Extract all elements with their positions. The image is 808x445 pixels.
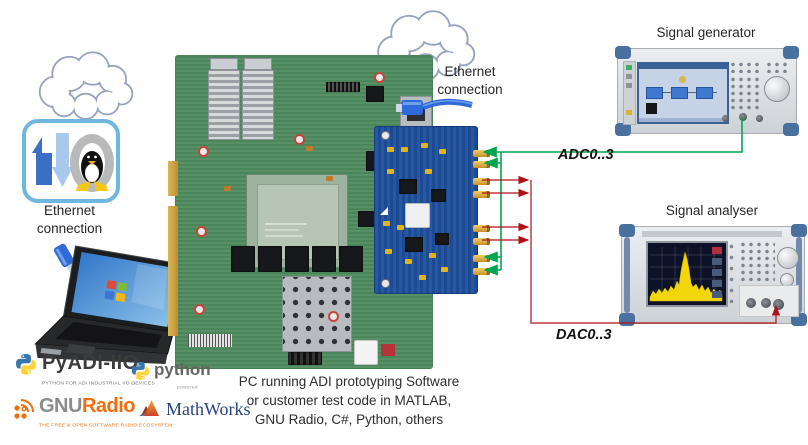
pcie-edge-connector	[168, 161, 178, 196]
sma-connector	[473, 225, 490, 232]
sma-connector	[473, 150, 490, 157]
ethernet-top-label: Ethernet connection	[437, 64, 503, 98]
handle-rail	[796, 237, 802, 313]
connector-subpanel	[739, 285, 799, 317]
cloud-left	[38, 51, 134, 120]
memory-chip	[285, 246, 309, 272]
laptop-keyboard	[55, 322, 162, 348]
memory-chip	[258, 246, 282, 272]
dac-bus-label: DAC0..3	[556, 327, 612, 343]
gnuradio-tagline: THE FREE & OPEN SOFTWARE RADIO ECOSYSTEM	[39, 422, 173, 428]
component	[244, 58, 272, 70]
analyser-knob	[777, 247, 799, 269]
screw	[196, 226, 207, 237]
connector	[761, 298, 771, 308]
rf-in-connector	[773, 299, 784, 310]
iio-linux-logo	[22, 119, 120, 203]
sma-connector	[473, 255, 490, 262]
memory-chip	[339, 246, 363, 272]
component	[381, 344, 395, 356]
sma-connector	[473, 161, 490, 168]
mounting-hole	[381, 279, 390, 288]
signal-generator	[615, 46, 799, 136]
function-keys	[729, 61, 761, 73]
connector	[756, 115, 763, 122]
adc-bus-label: ADC0..3	[558, 147, 614, 163]
qsfp-cage	[242, 70, 274, 140]
analyser-screen	[646, 241, 728, 307]
gnuradio-icon	[14, 399, 34, 419]
analyser-keypad	[739, 241, 775, 281]
logo-pyadi-iio: PyADI-IIO PYTHON FOR ADI INDUSTRIAL I/O …	[14, 352, 224, 386]
spectrum-trace	[649, 247, 723, 302]
pc-caption: PC running ADI prototyping Software or c…	[238, 374, 460, 427]
mathworks-icon	[139, 400, 159, 416]
function-keys	[765, 61, 791, 73]
tux-penguin-icon	[76, 151, 108, 191]
signal-analyser	[619, 224, 807, 326]
memory-chip	[312, 246, 336, 272]
up-arrow-icon	[32, 137, 52, 185]
side-key-strip	[623, 61, 636, 125]
screw	[374, 72, 385, 83]
generator-knob	[764, 76, 790, 102]
ethernet-cable-icon-top	[396, 98, 473, 115]
generator-screen	[637, 62, 729, 124]
connector	[746, 298, 756, 308]
rf-shield	[282, 276, 352, 352]
python-icon	[131, 361, 150, 380]
pyadi-name: PyADI-IIO	[42, 352, 139, 374]
ethernet-left-label: Ethernet connection	[36, 203, 103, 237]
pcie-edge-connector	[168, 206, 178, 336]
qsfp-cage	[208, 70, 240, 140]
screw	[194, 304, 205, 315]
python-name: python	[154, 360, 211, 379]
connector	[722, 115, 729, 122]
sma-connector	[473, 191, 490, 198]
component	[358, 211, 376, 227]
signal-generator-label: Signal generator	[656, 25, 756, 40]
screw	[328, 311, 339, 322]
softkey-column	[727, 241, 736, 303]
screw	[198, 146, 209, 157]
logo-mathworks: MathWorks	[138, 399, 251, 419]
sma-connector	[473, 178, 490, 185]
rf-out-connector	[739, 113, 747, 121]
component	[210, 58, 238, 70]
power-connector	[354, 340, 378, 365]
generator-keypad	[729, 76, 761, 110]
pin-header	[326, 82, 360, 92]
laptop	[34, 245, 183, 364]
sma-connector	[473, 268, 490, 275]
pyadi-tagline: PYTHON FOR ADI INDUSTRIAL I/O DEVICES	[42, 380, 155, 386]
component	[366, 86, 384, 102]
component	[288, 352, 322, 365]
sma-connector	[473, 238, 490, 245]
memory-chip	[231, 246, 255, 272]
mounting-hole	[381, 131, 390, 140]
python-sub: powered	[177, 384, 198, 390]
laptop-touchpad	[65, 344, 96, 355]
fmc-daughter-card	[374, 126, 490, 294]
python-icon	[16, 354, 36, 375]
signal-analyser-label: Signal analyser	[665, 203, 759, 218]
mxfe-ic	[405, 203, 430, 228]
mathworks-name: MathWorks	[166, 399, 251, 419]
radio-text: Radio	[81, 395, 136, 417]
screw	[294, 134, 305, 145]
barcode-sticker	[188, 334, 232, 347]
gnu-text: GNU	[39, 395, 82, 417]
handle-rail	[624, 237, 630, 313]
adi-logo	[380, 207, 388, 215]
logo-python: python powered	[130, 360, 211, 390]
windows-logo-icon	[104, 280, 128, 302]
